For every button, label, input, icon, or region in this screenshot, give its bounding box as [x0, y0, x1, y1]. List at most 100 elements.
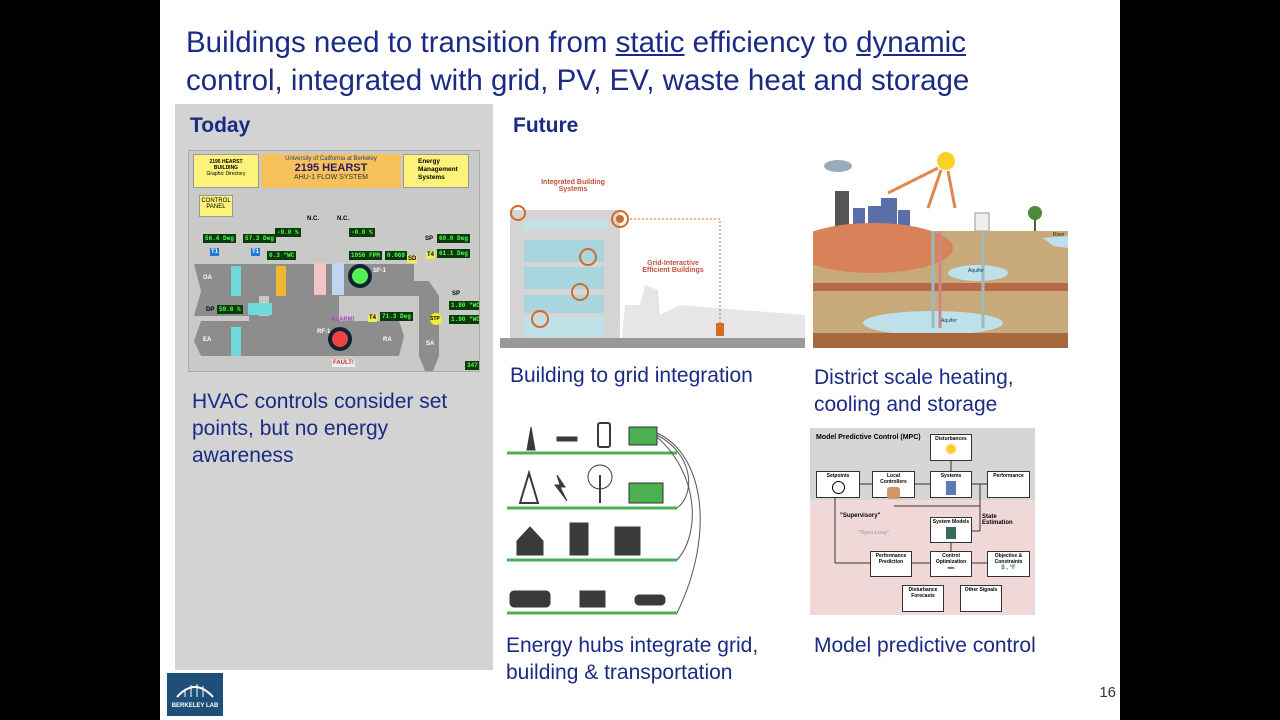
box-label: Objective & Constraints: [994, 553, 1023, 565]
hvac-readout: 59.8 %: [217, 305, 243, 314]
hvac-label: EA: [203, 337, 212, 343]
hvac-text: Energy: [418, 158, 441, 165]
energy-hubs-drawing: [507, 422, 701, 615]
hvac-label: SP: [452, 291, 461, 297]
hvac-label: T4: [368, 314, 378, 322]
hvac-text: Graphic Directory: [206, 171, 246, 177]
open-loop-label: "Open-Loop": [858, 530, 890, 536]
mpc-diagram: Model Predictive Control (MPC) Disturban…: [810, 428, 1035, 615]
box-label: Performance: [993, 473, 1024, 479]
mpc-title: Model Predictive Control (MPC): [816, 434, 921, 441]
hvac-readout: 1.80 "WC: [449, 301, 480, 310]
today-caption: HVAC controls consider set points, but n…: [192, 390, 448, 467]
box-label: Performance Prediction: [875, 553, 907, 565]
energy-hubs-illustration: [505, 415, 715, 620]
future-heading: Future: [513, 114, 579, 137]
integrated-building-label: Integrated Building Systems: [541, 179, 605, 193]
box-label: Local Controllers: [880, 473, 907, 485]
title-line2: control, integrated with grid, PV, EV, w…: [186, 64, 970, 97]
duct-diagram: [194, 263, 442, 371]
district-caption: District scale heating, cooling and stor…: [814, 366, 1014, 416]
title-text: efficiency to: [684, 26, 857, 59]
mpc-caption: Model predictive control: [814, 634, 1036, 657]
hvac-text: Systems: [418, 174, 445, 181]
district-illustration: Aquifer Aquifer River: [793, 148, 1068, 353]
box-label: Disturbance Forecasts: [908, 587, 938, 599]
grid-caption: Building to grid integration: [510, 364, 753, 387]
box-label: Systems: [940, 473, 962, 479]
building-grid-drawing: [500, 205, 805, 348]
hvac-readout: -0.0 %: [349, 228, 375, 237]
aquifer-label: Aquifer: [968, 268, 984, 274]
hvac-readout: 61.1 Deg: [437, 249, 470, 258]
hvac-readout: 347: [465, 361, 479, 370]
page-number: 16: [1099, 684, 1116, 701]
control-panel-button: CONTROL PANEL: [199, 195, 233, 217]
hubs-caption: Energy hubs integrate grid, building & t…: [506, 634, 759, 684]
performance-prediction-box: Performance Prediction: [870, 551, 912, 577]
hvac-label: N.C.: [307, 216, 319, 222]
hvac-label: SA: [426, 341, 435, 347]
hvac-label: RA: [383, 337, 392, 343]
hvac-label: T1: [251, 248, 261, 256]
hvac-text: 2195 HEARST: [209, 159, 243, 165]
grid-interactive-label: Grid-Interactive Efficient Buildings: [642, 260, 704, 274]
systems-box: Systems: [930, 471, 972, 498]
logo-arch-icon: [176, 684, 214, 698]
fault-label: FAULT!: [332, 359, 355, 367]
hvac-readout: 0.3 "WC: [267, 251, 297, 260]
hvac-readout: 60.0 Deg: [437, 234, 470, 243]
setpoints-box: Setpoints: [816, 471, 860, 498]
title-static: static: [615, 26, 685, 59]
box-label: Setpoints: [826, 473, 850, 479]
performance-box: Performance: [987, 471, 1030, 498]
hvac-readout: -0.0 %: [275, 228, 301, 237]
title-dynamic: dynamic: [856, 26, 966, 59]
hvac-readout: 57.3 Deg: [243, 234, 276, 243]
hvac-readout: 56.4 Deg: [203, 234, 236, 243]
hvac-label: T1: [210, 248, 220, 256]
aquifer-label: Aquifer: [941, 318, 957, 324]
min-label: min: [947, 565, 955, 570]
other-signals-box: Other Signals: [960, 585, 1002, 612]
box-label: Control Optimization: [935, 553, 967, 565]
hvac-label: RF-1: [317, 329, 331, 335]
supervisory-label: "Supervisory": [840, 513, 881, 519]
building-grid-illustration: Integrated Building Systems Grid-Interac…: [500, 165, 805, 348]
hvac-readout: 1.90 "WC: [449, 315, 480, 324]
disturbance-forecasts-box: Disturbance Forecasts: [902, 585, 944, 612]
hvac-label: T4: [426, 251, 436, 259]
local-controllers-box: Local Controllers: [872, 471, 915, 499]
system-models-box: System Models: [930, 517, 972, 543]
today-heading: Today: [190, 114, 251, 137]
hvac-readout: 0.069: [385, 251, 408, 260]
slide-title: Buildings need to transition from static…: [186, 24, 1086, 100]
hvac-label: SP: [425, 236, 434, 242]
units-label: $ , °F: [1001, 565, 1016, 571]
hvac-readout: 1056 FPM: [349, 251, 382, 260]
hvac-text: 2195 HEARST: [294, 162, 368, 174]
hvac-readout: 71.3 Deg: [380, 312, 413, 321]
state-estimation-label: State Estimation: [982, 514, 1013, 526]
hvac-label: SF-1: [373, 268, 387, 274]
disturbances-box: Disturbances: [930, 434, 972, 461]
logo-text: BERKELEY LAB: [171, 703, 219, 709]
hvac-header: University of California at Berkeley 219…: [261, 154, 401, 188]
slide: Buildings need to transition from static…: [160, 0, 1120, 720]
title-text: Buildings need to transition from: [186, 26, 616, 59]
mpc-arrows: [834, 461, 987, 564]
hvac-text: University of California at Berkeley: [285, 156, 377, 162]
hvac-label: DP: [206, 307, 215, 313]
hvac-text: AHU-1 FLOW SYSTEM: [294, 174, 368, 181]
box-label: System Models: [932, 519, 970, 525]
hvac-label: OA: [203, 275, 212, 281]
river-label: River: [1053, 232, 1065, 238]
box-label: Other Signals: [964, 587, 998, 593]
district-drawing: [793, 152, 1068, 348]
box-label: Disturbances: [935, 436, 967, 442]
berkeley-lab-logo: BERKELEY LAB: [167, 673, 223, 716]
hvac-label: STP: [430, 316, 440, 322]
